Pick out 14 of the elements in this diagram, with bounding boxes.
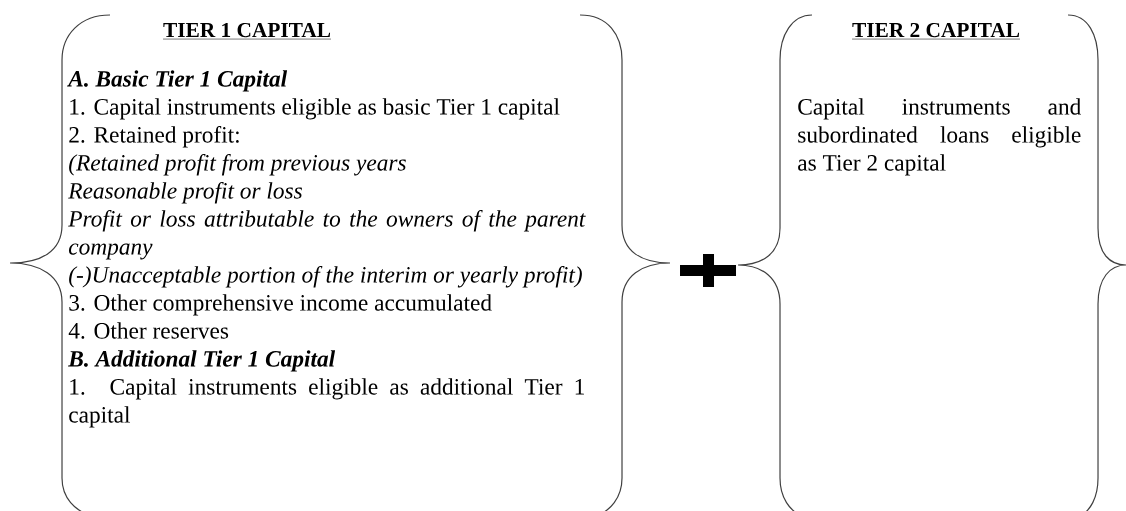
note-line: Profit or loss attributable to the owners of the parent company (68, 210, 586, 260)
list-item: 1. Capital instruments eligible as additional Tier 1 capital (69, 378, 584, 428)
heading: TIER 2 CAPITAL (851, 22, 1021, 40)
list-item: 1. Capital instruments eligible as basic Tier 1 capital (70, 98, 560, 120)
list-item: 3. Other comprehensive income accumulated (69, 294, 492, 316)
list-item: 2. Retained profit: (69, 126, 239, 148)
subheading: B. Additional Tier 1 Capital (68, 350, 336, 372)
note-line: (Retained profit from previous years (69, 154, 406, 176)
list-item: 4. Other reserves (68, 322, 229, 339)
note-line: (-)Unacceptable portion of the interim or yearly profit) (69, 266, 582, 288)
subheading: A. Basic Tier 1 Capital (67, 70, 288, 92)
note-line: Reasonable profit or loss (68, 182, 302, 204)
paragraph: Capital instruments and subordinated loans eligible as Tier 2 capital (798, 98, 1081, 176)
heading: TIER 1 CAPITAL (162, 22, 332, 40)
